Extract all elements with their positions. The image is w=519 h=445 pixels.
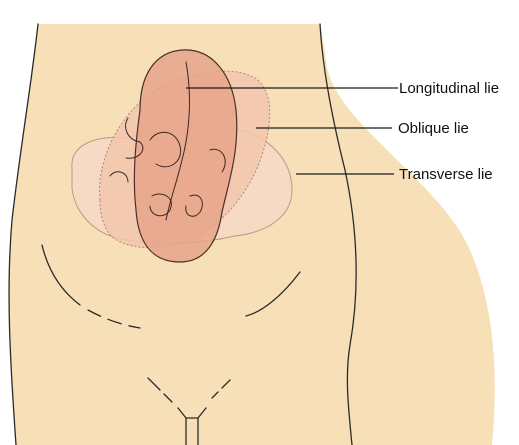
label-longitudinal-lie: Longitudinal lie (399, 80, 499, 97)
label-oblique-lie: Oblique lie (398, 120, 469, 137)
label-transverse-lie: Transverse lie (399, 166, 493, 183)
